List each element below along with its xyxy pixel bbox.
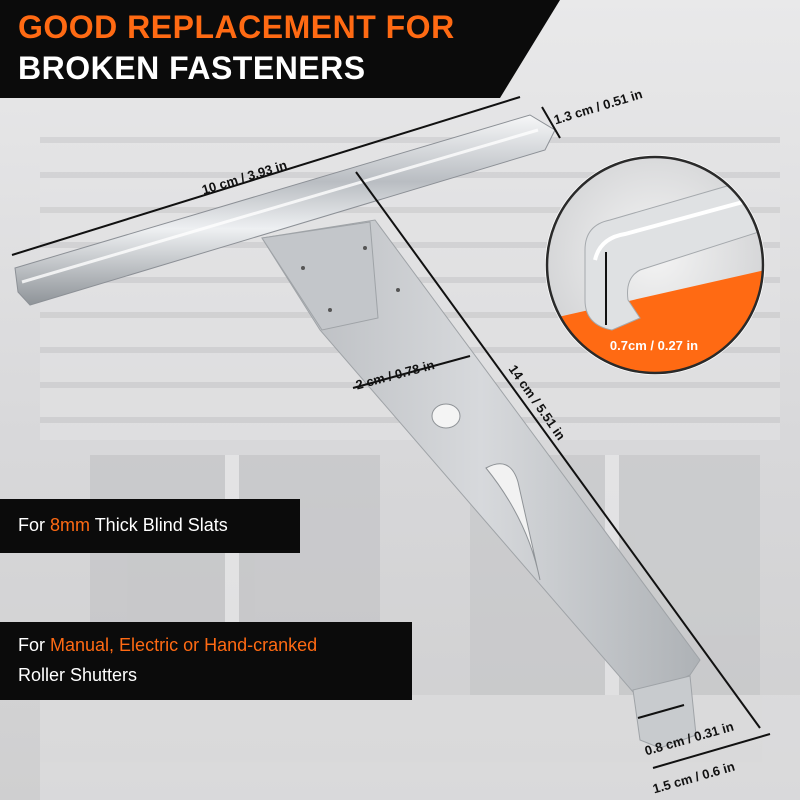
strap-slot [485,463,541,581]
feature-highlight: 8mm [50,515,91,535]
profile-inset [545,155,765,375]
headline-line1: GOOD REPLACEMENT FOR [18,9,455,45]
feature-highlight: Manual, Electric or Hand-cranked [50,635,318,655]
headline-line2: BROKEN FASTENERS [18,50,366,86]
feature-prefix: For [18,635,51,655]
fastener-rod [14,114,556,306]
feature-banner-slats: For 8mm Thick Blind Slats [0,499,300,553]
strap-hole [431,403,461,429]
headline-banner: GOOD REPLACEMENT FOR BROKEN FASTENERS [0,0,560,98]
fastener-strap [261,219,701,749]
feature-line2: Roller Shutters [18,665,138,685]
feature-suffix: Thick Blind Slats [90,515,228,535]
feature-prefix: For [18,515,51,535]
dim-profile-thickness: 0.7cm / 0.27 in [609,338,699,353]
feature-text-slats: For 8mm Thick Blind Slats [18,515,228,536]
dimension-lines [11,96,771,769]
